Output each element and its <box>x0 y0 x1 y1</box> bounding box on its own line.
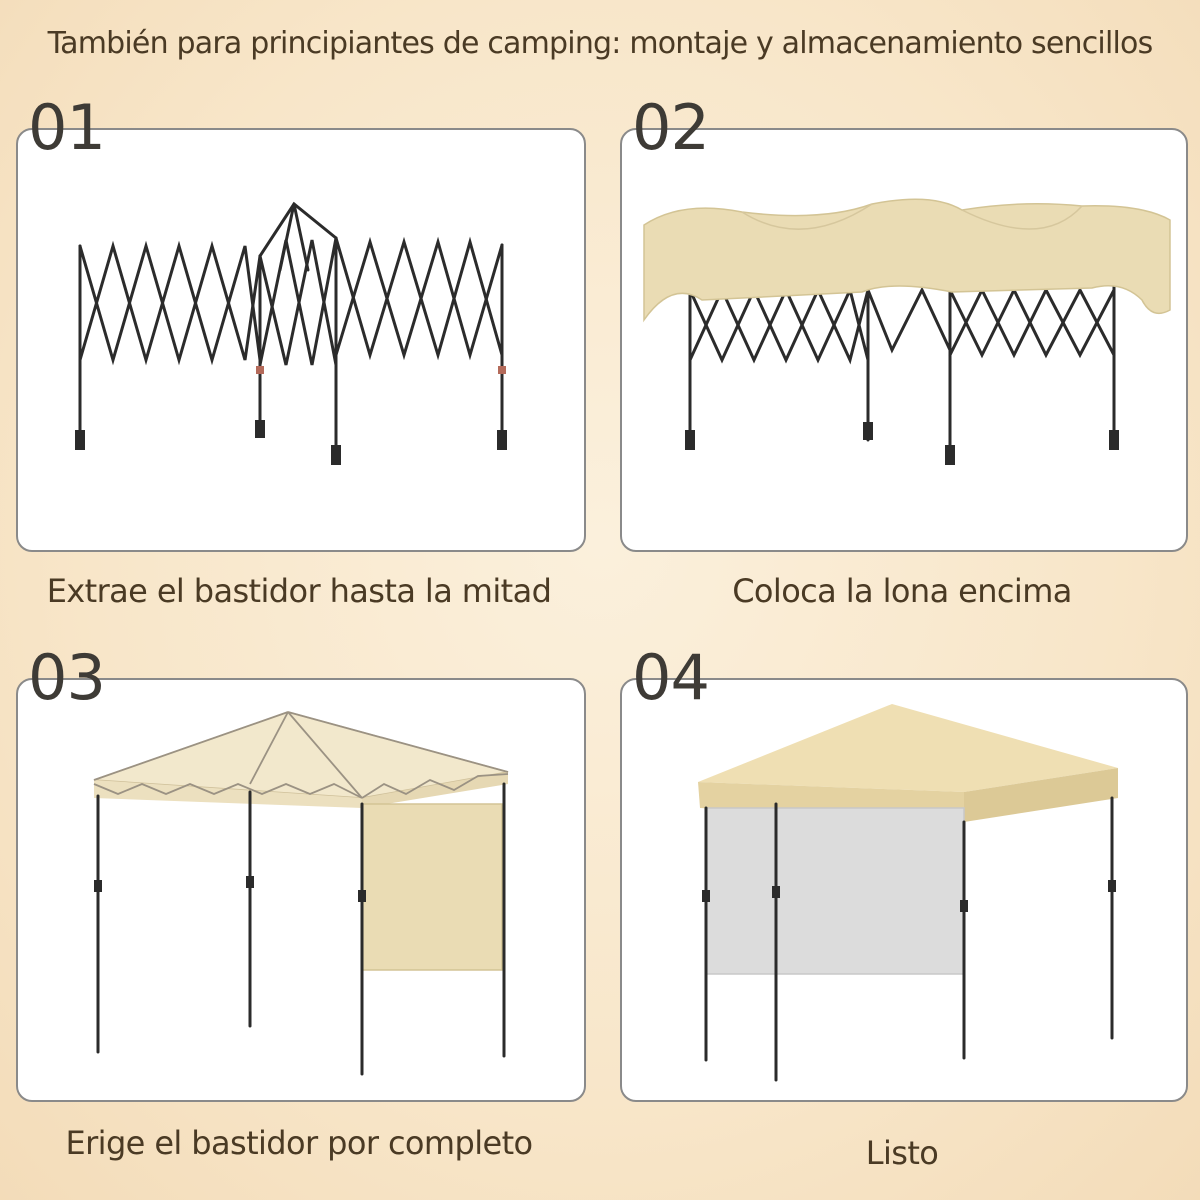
page-headline: También para principiantes de camping: m… <box>47 26 1154 61</box>
step-3-card <box>16 678 586 1102</box>
canopy-placed-illustration <box>643 198 1171 465</box>
side-wall <box>705 807 965 975</box>
side-wall <box>361 803 503 971</box>
half-extended-frame-illustration <box>75 201 507 465</box>
step-3-caption: Erige el bastidor por completo <box>65 1124 533 1162</box>
step-2-number: 02 <box>632 91 710 164</box>
finished-canopy-illustration <box>698 704 1118 1082</box>
step-1-card <box>16 128 586 552</box>
draped-canopy <box>643 198 1171 323</box>
step-3-number: 03 <box>28 641 106 714</box>
step-1-caption: Extrae el bastidor hasta la mitad <box>46 572 552 610</box>
step-4-caption: Listo <box>865 1134 939 1172</box>
fully-erected-frame-illustration <box>93 711 509 1076</box>
step-1-number: 01 <box>28 91 106 164</box>
step-2-caption: Coloca la lona encima <box>732 572 1072 610</box>
step-4-number: 04 <box>632 641 710 714</box>
step-4-card <box>620 678 1188 1102</box>
step-2-card <box>620 128 1188 552</box>
